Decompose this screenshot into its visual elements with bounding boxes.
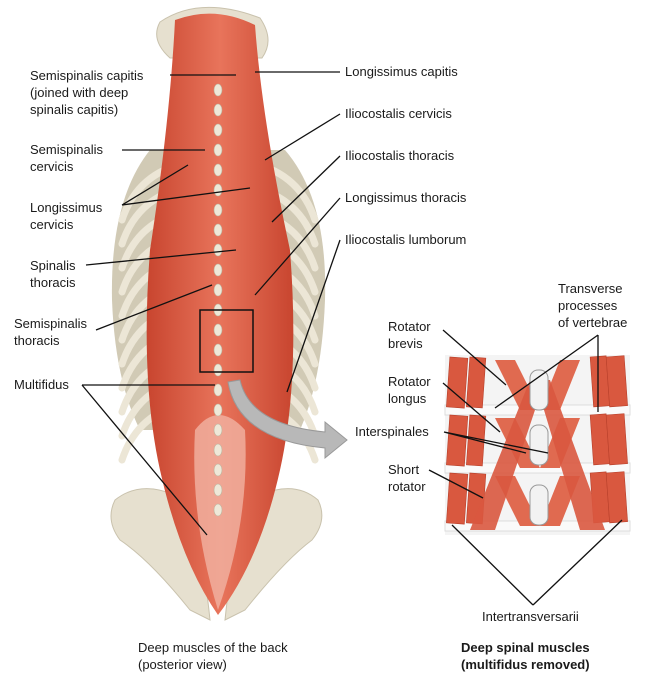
leader-lines <box>81 71 623 606</box>
vertebra <box>213 223 223 237</box>
caption-inset: Deep spinal muscles (multifidus removed) <box>461 640 593 672</box>
vertebra <box>213 263 223 277</box>
intertransversarius-muscle <box>605 355 628 408</box>
intertransversarius-muscle <box>446 472 469 525</box>
label-semispinalis-cervicis: Semispinalis cervicis <box>30 142 107 174</box>
label-short-rotator: Short rotator <box>388 462 426 494</box>
label-rotator-longus: Rotator longus <box>388 374 434 406</box>
vertebra <box>213 163 223 177</box>
vertebra <box>213 483 223 497</box>
label-iliocostalis-lumborum: Iliocostalis lumborum <box>345 232 466 247</box>
spinous-process <box>529 484 549 526</box>
vertebra <box>213 123 223 137</box>
vertebral-column <box>213 83 223 517</box>
vertebra <box>213 243 223 257</box>
vertebra <box>213 283 223 297</box>
label-longissimus-thoracis: Longissimus thoracis <box>345 190 467 205</box>
intertransversarius-muscle <box>605 471 628 524</box>
detail-box <box>199 309 254 373</box>
vertebra <box>213 403 223 417</box>
spinous-process <box>529 424 549 466</box>
label-longissimus-capitis: Longissimus capitis <box>345 64 458 79</box>
vertebra <box>213 203 223 217</box>
label-multifidus: Multifidus <box>14 377 69 392</box>
label-spinalis-thoracis: Spinalis thoracis <box>30 258 79 290</box>
zoom-arrow <box>227 379 348 460</box>
intertransversarius-muscle <box>466 356 487 409</box>
vertebra <box>213 423 223 437</box>
label-longissimus-cervicis: Longissimus cervicis <box>30 200 106 232</box>
vertebra <box>213 363 223 377</box>
vertebra <box>213 443 223 457</box>
label-semispinalis-capitis: Semispinalis capitis (joined with deep s… <box>30 68 147 117</box>
label-semispinalis-thoracis: Semispinalis thoracis <box>14 316 91 348</box>
vertebra <box>213 503 223 517</box>
vertebra <box>213 83 223 97</box>
caption-main: Deep muscles of the back (posterior view… <box>138 640 291 672</box>
label-transverse-processes: Transverse processes of vertebrae <box>558 281 627 330</box>
vertebra <box>213 143 223 157</box>
intertransversarius-muscle <box>446 414 469 467</box>
label-iliocostalis-cervicis: Iliocostalis cervicis <box>345 106 452 121</box>
vertebra <box>213 103 223 117</box>
inset-spinal-muscles <box>444 355 631 535</box>
label-intertransversarii: Intertransversarii <box>482 609 579 624</box>
vertebra <box>213 323 223 337</box>
spinous-process <box>529 369 549 411</box>
label-iliocostalis-thoracis: Iliocostalis thoracis <box>345 148 455 163</box>
label-interspinales: Interspinales <box>355 424 429 439</box>
vertebra <box>213 463 223 477</box>
vertebra <box>213 343 223 357</box>
intertransversarius-muscle <box>446 356 469 409</box>
label-rotator-brevis: Rotator brevis <box>388 319 434 351</box>
vertebra <box>213 183 223 197</box>
vertebra <box>213 383 223 397</box>
rotator-longus-muscle <box>470 380 605 530</box>
intertransversarius-muscle <box>605 413 628 466</box>
